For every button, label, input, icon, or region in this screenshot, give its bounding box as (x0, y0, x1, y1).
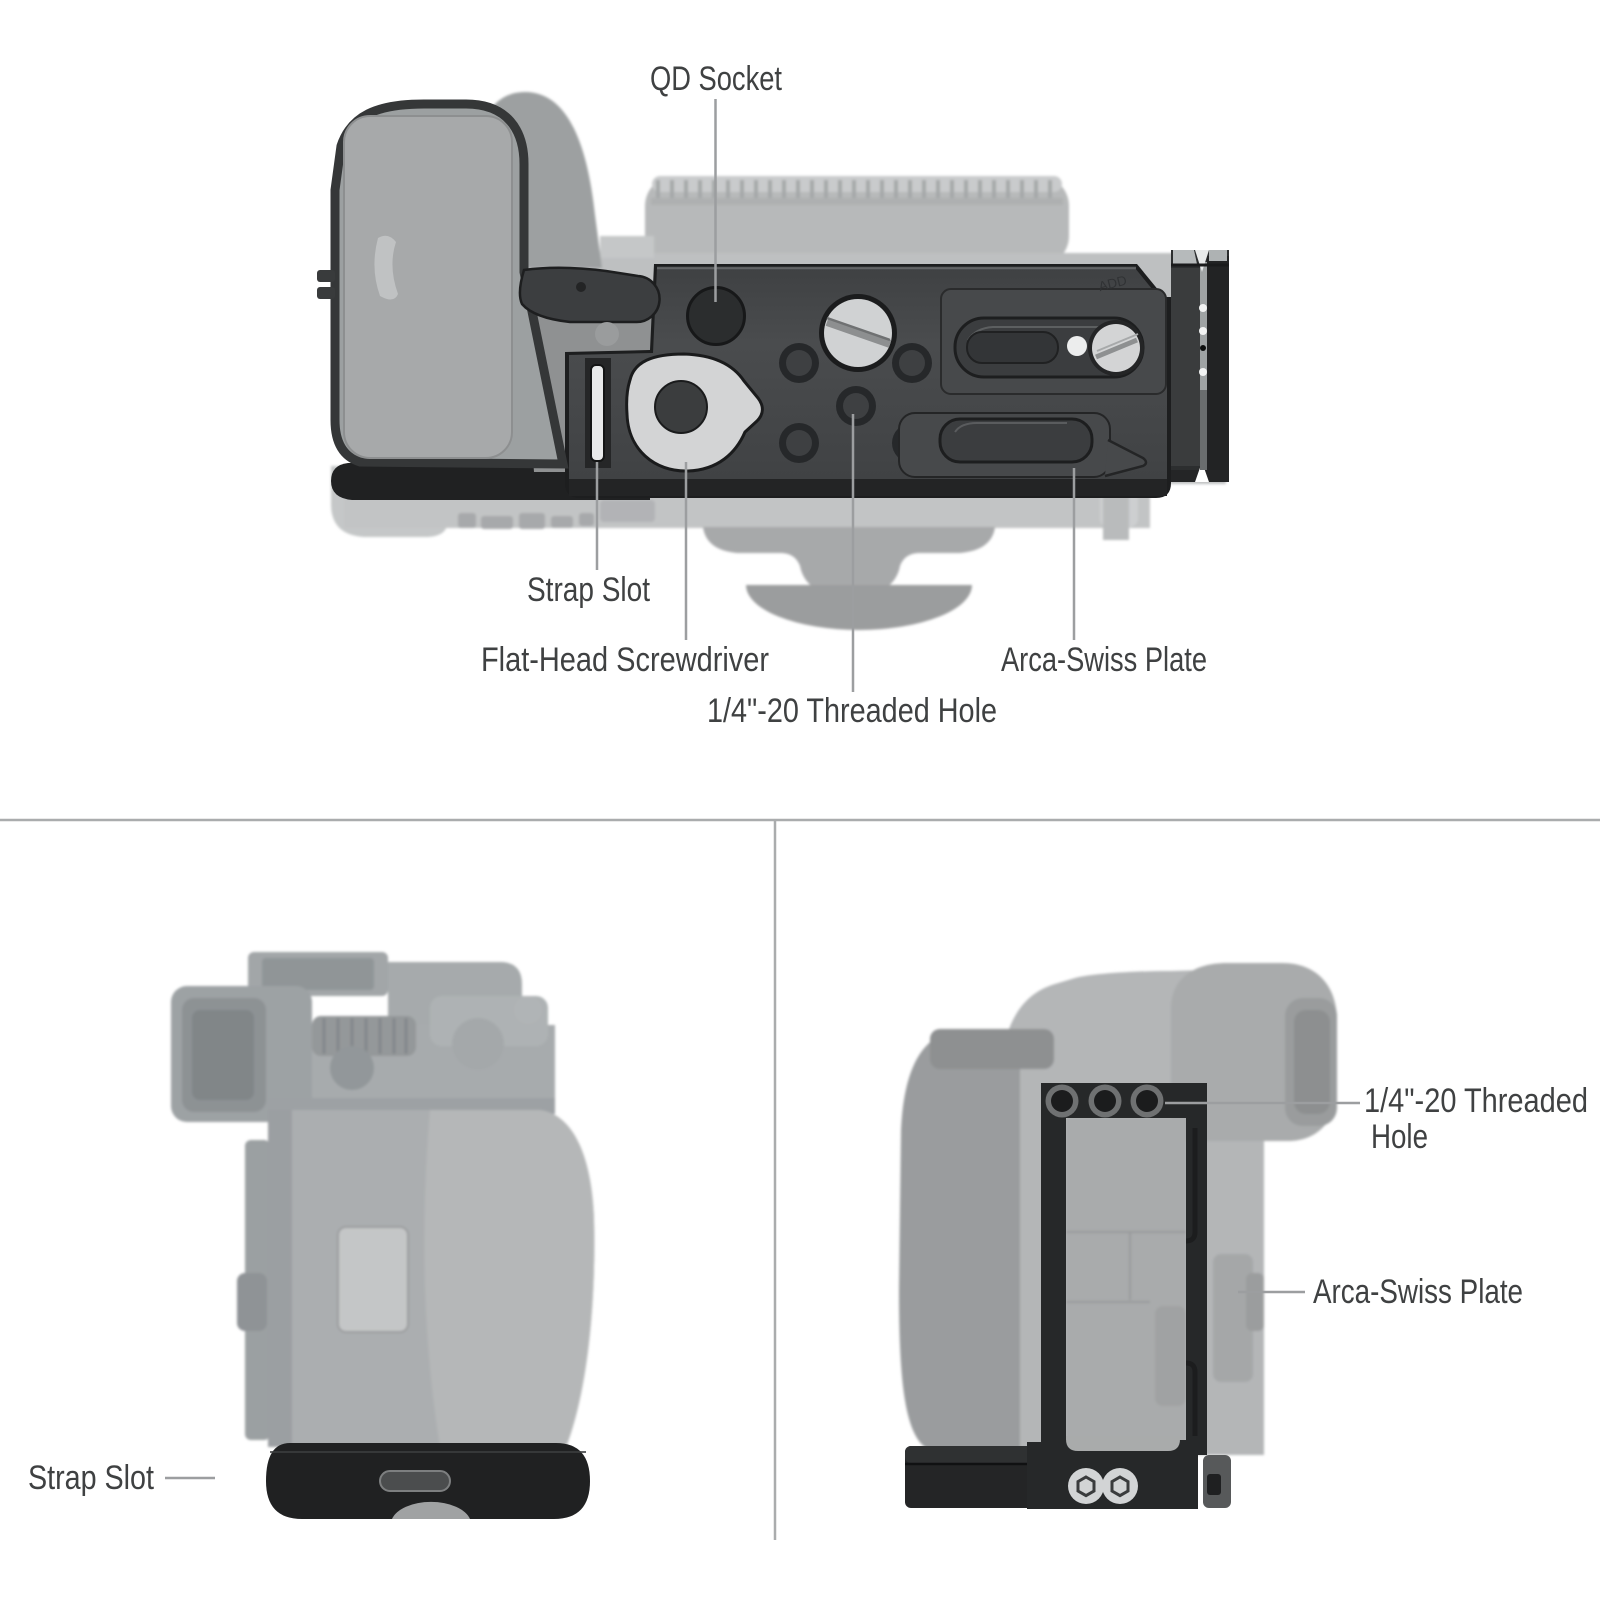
svg-text:Arca-Swiss Plate: Arca-Swiss Plate (1001, 641, 1207, 679)
svg-text:1/4"-20 Threaded Hole: 1/4"-20 Threaded Hole (707, 692, 997, 730)
svg-text:Flat-Head Screwdriver: Flat-Head Screwdriver (481, 641, 769, 679)
svg-text:ADD: ADD (1097, 273, 1129, 295)
svg-text:Hole: Hole (1371, 1118, 1428, 1156)
svg-text:Strap Slot: Strap Slot (527, 571, 650, 609)
svg-text:1/4"-20 Threaded: 1/4"-20 Threaded (1364, 1082, 1588, 1120)
svg-text:QD Socket: QD Socket (650, 60, 782, 98)
svg-text:Strap Slot: Strap Slot (28, 1459, 154, 1497)
svg-text:Arca-Swiss Plate: Arca-Swiss Plate (1313, 1273, 1523, 1311)
